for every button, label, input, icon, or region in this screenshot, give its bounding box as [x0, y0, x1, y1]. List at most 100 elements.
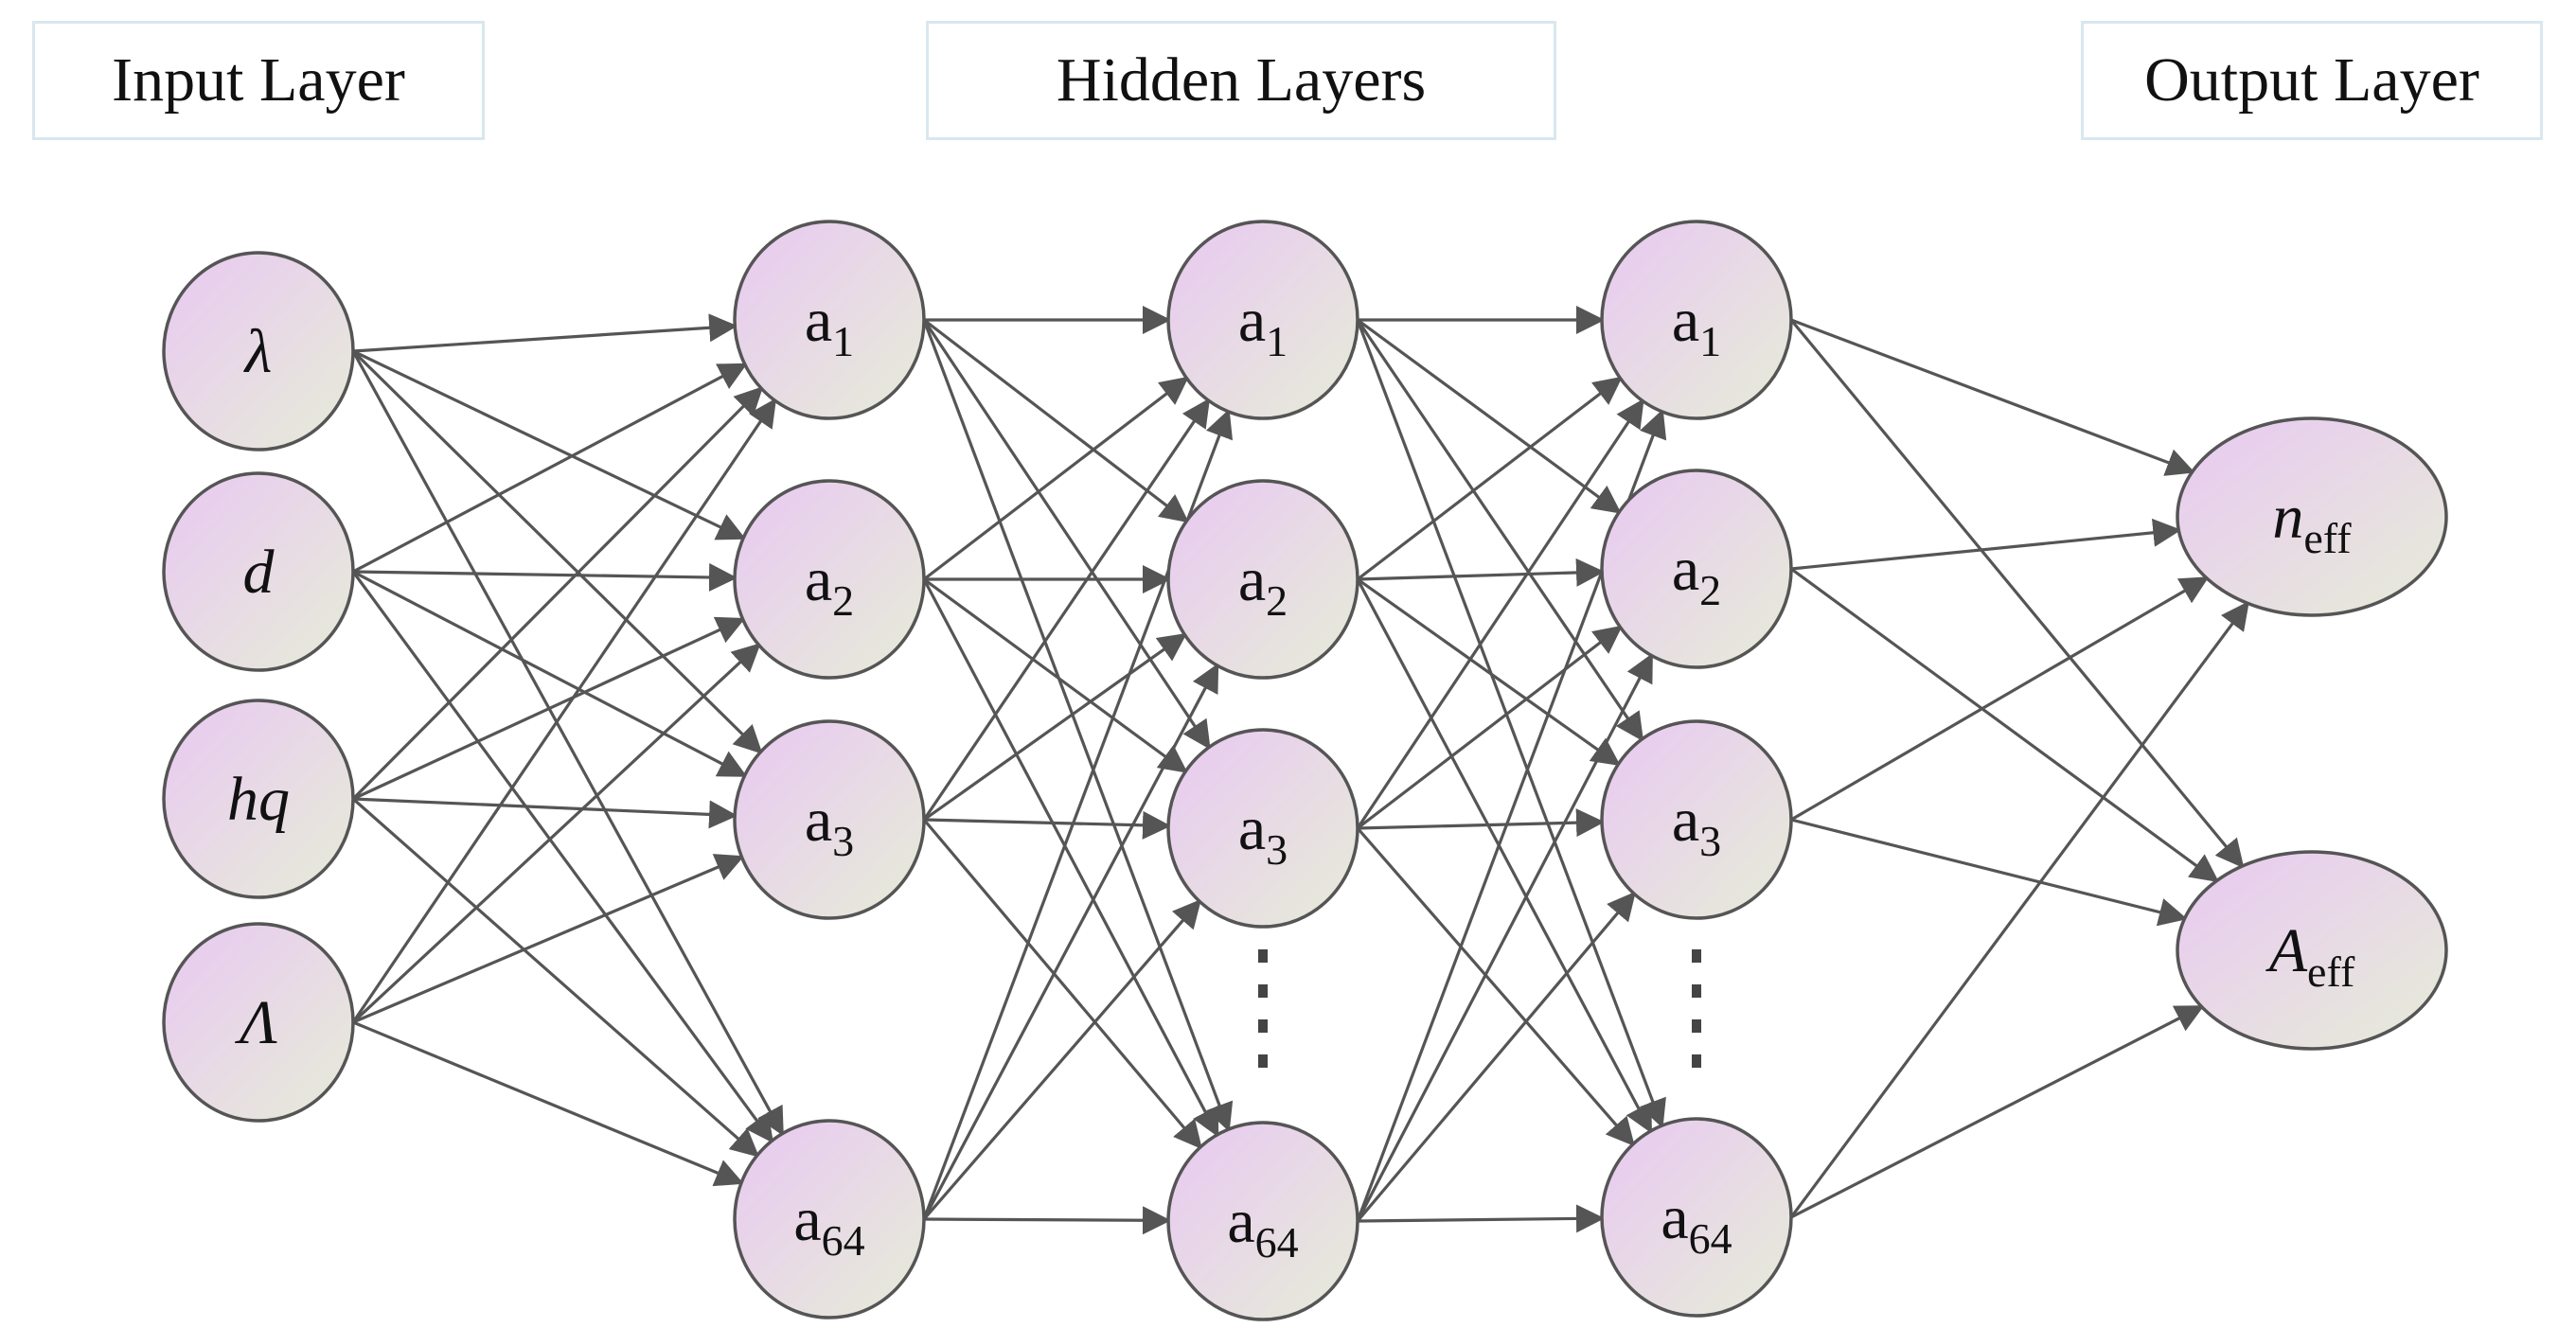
edge-hidden1-3-to-hidden2-3 — [923, 810, 1171, 840]
edge-input-4-to-hidden1-2 — [351, 643, 761, 1024]
edge-input-3-to-hidden1-3 — [352, 797, 738, 829]
node-circle — [733, 479, 926, 680]
node-output-2: Aeff — [2176, 850, 2448, 1051]
node-label: a64 — [1661, 1183, 1732, 1263]
node-circle — [733, 1119, 926, 1319]
node-label: a3 — [1672, 786, 1721, 865]
edge-hidden1-1-to-hidden2-3 — [922, 319, 1211, 750]
node-hidden3-1: a1 — [1600, 220, 1793, 420]
edge-hidden2-1-to-hidden3-3 — [1356, 319, 1644, 742]
edge-input-1-to-hidden1-2 — [352, 349, 746, 540]
edge-input-1-to-hidden1-4 — [351, 350, 784, 1137]
edge-hidden1-4-to-hidden2-2 — [922, 663, 1219, 1220]
edge-hidden2-3-to-hidden3-4 — [1356, 826, 1635, 1147]
edge-hidden1-3-to-hidden2-4 — [922, 818, 1202, 1150]
node-circle — [2176, 850, 2448, 1051]
node-label: a64 — [793, 1185, 864, 1265]
edge-hidden1-3-to-hidden2-2 — [923, 632, 1187, 822]
edge-input-2-to-hidden1-1 — [352, 363, 748, 574]
node-circle — [1600, 469, 1793, 669]
edge-input-1-to-hidden1-3 — [351, 349, 763, 754]
node-circle — [1600, 1117, 1793, 1318]
node-label: neff — [2272, 483, 2352, 562]
node-hidden2-2: a2 — [1166, 479, 1359, 680]
node-hidden3-4: a64 — [1600, 1117, 1793, 1318]
node-label: a3 — [1238, 794, 1288, 874]
edge-hidden3-3-to-output-2 — [1790, 818, 2188, 927]
node-hidden1-3: a3 — [733, 719, 926, 920]
node-hidden3-3: a3 — [1600, 719, 1793, 920]
node-circle — [162, 471, 355, 672]
node-hidden1-1: a1 — [733, 220, 926, 420]
node-circle — [733, 220, 926, 420]
edge-hidden3-4-to-output-2 — [1790, 1005, 2205, 1219]
ellipsis-dot-hidden3-3 — [1692, 1019, 1701, 1033]
node-circle — [1600, 220, 1793, 420]
edge-hidden3-4-to-output-1 — [1789, 600, 2249, 1218]
edge-hidden1-4-to-hidden2-3 — [922, 898, 1201, 1221]
edge-input-4-to-hidden1-3 — [352, 854, 745, 1024]
node-input-2: d — [162, 471, 355, 672]
node-label: a1 — [1672, 286, 1721, 365]
ellipsis-dot-hidden2-1 — [1258, 949, 1268, 963]
node-circle — [1166, 220, 1359, 420]
input-layer-title: Input Layer — [32, 21, 485, 140]
node-label: a64 — [1227, 1187, 1298, 1266]
edge-input-4-to-hidden1-1 — [351, 398, 777, 1023]
node-label: d — [243, 538, 275, 607]
edge-hidden2-4-to-hidden3-3 — [1356, 891, 1636, 1223]
node-label: a1 — [1238, 286, 1288, 365]
node-circle — [162, 251, 355, 452]
node-circle — [2176, 416, 2448, 617]
edge-input-2-to-hidden1-3 — [352, 570, 748, 777]
edge-hidden2-3-to-hidden3-2 — [1357, 625, 1623, 830]
node-input-3: hq — [162, 699, 355, 899]
node-circle — [1600, 719, 1793, 920]
node-hidden2-4: a64 — [1166, 1121, 1359, 1321]
ellipsis-dot-hidden2-3 — [1258, 1019, 1268, 1033]
node-circle — [1166, 479, 1359, 680]
node-hidden1-4: a64 — [733, 1119, 926, 1319]
ellipsis-dot-hidden3-4 — [1692, 1054, 1701, 1068]
node-label: a2 — [1672, 535, 1721, 614]
node-output-1: neff — [2176, 416, 2448, 617]
edge-input-1-to-hidden1-1 — [352, 313, 738, 353]
edge-hidden1-2-to-hidden2-3 — [923, 577, 1188, 773]
edge-hidden3-2-to-output-2 — [1790, 567, 2220, 883]
edge-hidden3-3-to-output-1 — [1790, 576, 2210, 822]
hidden-layers-title: Hidden Layers — [926, 21, 1556, 140]
node-input-1: λ — [162, 251, 355, 452]
node-label: hq — [227, 765, 290, 834]
node-hidden2-3: a3 — [1166, 728, 1359, 929]
node-label: a1 — [805, 286, 854, 365]
ellipsis-dot-hidden3-2 — [1692, 984, 1701, 998]
node-circle — [162, 922, 355, 1123]
edge-hidden3-2-to-output-1 — [1790, 518, 2182, 571]
node-label: a2 — [805, 545, 854, 625]
edge-hidden2-3-to-hidden3-3 — [1357, 808, 1605, 838]
node-hidden1-2: a2 — [733, 479, 926, 680]
edge-hidden1-2-to-hidden2-4 — [922, 578, 1219, 1138]
node-circle — [1166, 728, 1359, 929]
edge-hidden2-2-to-hidden3-1 — [1357, 376, 1623, 581]
edge-input-3-to-hidden1-2 — [352, 616, 746, 801]
edge-hidden2-2-to-hidden3-2 — [1357, 558, 1605, 587]
edge-hidden2-1-to-hidden3-2 — [1357, 318, 1622, 514]
node-circle — [1166, 1121, 1359, 1321]
node-circle — [162, 699, 355, 899]
edge-input-2-to-hidden1-4 — [351, 571, 774, 1143]
edge-input-2-to-hidden1-2 — [352, 562, 737, 592]
edge-hidden1-1-to-hidden2-2 — [923, 318, 1189, 523]
edge-hidden2-1-to-hidden3-4 — [1356, 319, 1666, 1129]
edge-input-3-to-hidden1-4 — [351, 797, 760, 1158]
edge-hidden2-4-to-hidden3-4 — [1357, 1204, 1605, 1233]
output-layer-title: Output Layer — [2081, 21, 2543, 140]
edge-hidden1-1-to-hidden2-4 — [922, 319, 1234, 1132]
ellipsis-dot-hidden2-4 — [1258, 1054, 1268, 1068]
edge-input-4-to-hidden1-4 — [352, 1020, 744, 1187]
node-hidden2-1: a1 — [1166, 220, 1359, 420]
edge-input-3-to-hidden1-1 — [351, 386, 764, 801]
edge-hidden3-1-to-output-1 — [1790, 318, 2195, 476]
